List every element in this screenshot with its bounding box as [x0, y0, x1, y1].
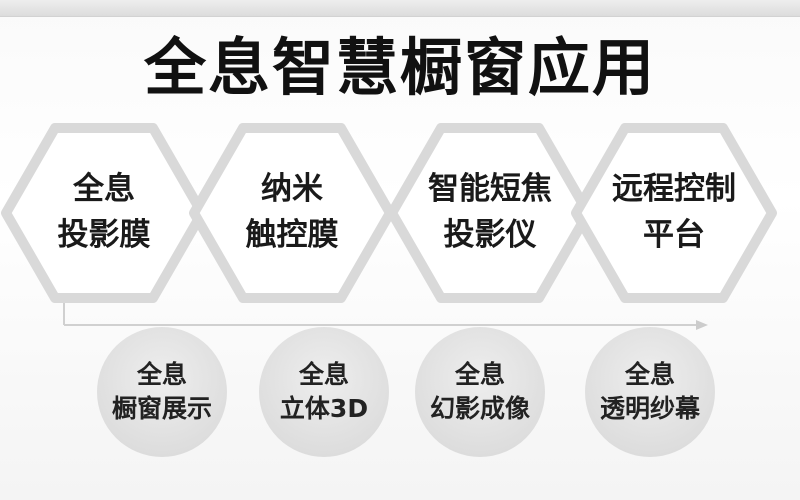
hexagon-3-line1: 智能短焦: [428, 171, 552, 207]
circle-1: [97, 327, 227, 457]
circle-4-line2: 透明纱幕: [599, 394, 700, 423]
hexagon-4-label: 远程控制 平台: [589, 166, 759, 258]
circle-4-line1: 全息: [624, 360, 675, 389]
circle-1-label: 全息 橱窗展示: [87, 358, 237, 426]
hexagon-2: [189, 123, 395, 303]
hexagon-3: [387, 123, 593, 303]
circle-1-line1: 全息: [136, 360, 187, 389]
circle-group: [97, 327, 715, 457]
hexagon-group: [1, 123, 777, 303]
hexagon-1-label: 全息 投影膜: [19, 166, 189, 258]
arrow-head-icon: [696, 320, 708, 330]
top-bar: [0, 0, 800, 17]
hexagon-4: [571, 123, 777, 303]
circle-2: [259, 327, 389, 457]
circle-4: [585, 327, 715, 457]
circle-3: [415, 327, 545, 457]
page-title: 全息智慧橱窗应用: [143, 31, 656, 104]
hexagon-3-label: 智能短焦 投影仪: [405, 166, 575, 258]
hexagon-3-line2: 投影仪: [443, 217, 537, 253]
hexagon-4-line2: 平台: [643, 217, 705, 253]
circle-3-line2: 幻影成像: [429, 394, 530, 423]
circle-3-line1: 全息: [454, 360, 505, 389]
hexagon-1-line2: 投影膜: [57, 217, 151, 253]
hexagon-2-line2: 触控膜: [245, 217, 339, 253]
hexagon-1-line1: 全息: [73, 171, 135, 207]
circle-3-label: 全息 幻影成像: [405, 358, 555, 426]
hexagon-2-label: 纳米 触控膜: [207, 166, 377, 258]
circle-4-label: 全息 透明纱幕: [575, 358, 725, 426]
circle-1-line2: 橱窗展示: [111, 394, 212, 423]
circle-2-line2: 立体3D: [279, 394, 369, 423]
hexagon-4-line1: 远程控制: [612, 171, 736, 207]
circle-2-line1: 全息: [298, 360, 349, 389]
circle-2-label: 全息 立体3D: [249, 358, 399, 426]
hexagon-1: [1, 123, 207, 303]
hexagon-2-line1: 纳米: [261, 171, 323, 207]
